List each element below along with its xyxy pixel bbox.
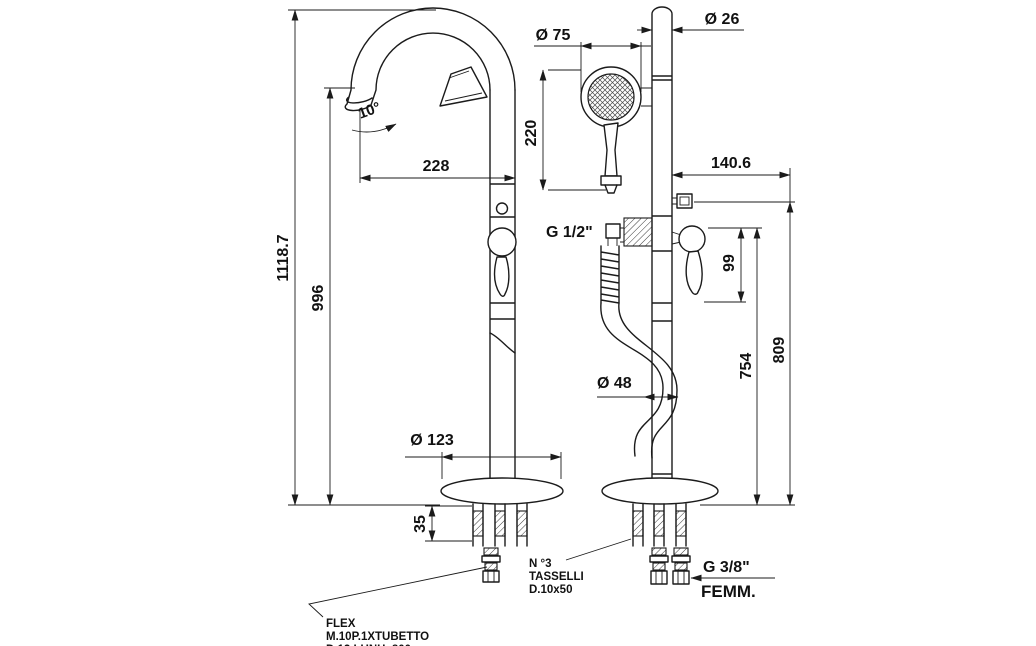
base-plate-front: [440, 477, 564, 505]
pipe-sleeve: [675, 510, 687, 537]
dim-column-diameter-label: Ø 26: [705, 11, 740, 28]
front-dimensions: 1118.7 996 228 10° Ø 123 35 FLEX M.10P.1…: [275, 9, 562, 646]
dim-hose-diameter-label: Ø 48: [597, 375, 632, 392]
dim-spout-angle-label: 10°: [356, 99, 383, 123]
pipe-sleeve: [632, 510, 644, 537]
side-view: [580, 6, 719, 585]
handshower-holder: [641, 87, 652, 107]
side-extension-lines: [534, 42, 795, 561]
g12-links: [607, 227, 624, 246]
dim-outlet-height-label: 996: [310, 285, 327, 312]
anchors-note-line1: N °3: [529, 558, 552, 570]
pipe-sleeve: [653, 510, 665, 537]
flex-hose-outer: [600, 302, 664, 457]
flex-connector: [481, 547, 501, 583]
handshower-face: [587, 73, 635, 121]
flex-leader-line: [308, 566, 488, 618]
dim-handshower-length-label: 220: [523, 120, 540, 147]
inlet-connector-hot: [649, 547, 669, 585]
front-view: [344, 7, 564, 583]
spout-bell-detail: [444, 70, 483, 102]
anchors-note-line3: D.10x50: [529, 584, 572, 596]
column-front: [489, 89, 516, 480]
handshower-tip: [604, 184, 618, 194]
column-cut-line: [489, 332, 516, 354]
g38-connection-label: G 3/8": [703, 559, 750, 576]
lever-handle-side: [685, 250, 703, 295]
flex-note-line3: D.12 LUNH. 800mm: [326, 644, 431, 646]
pipe-sleeve: [516, 510, 528, 537]
dim-base-height-label: 35: [412, 515, 429, 533]
front-extension-lines: [288, 9, 562, 542]
dim-handshower-diameter-label: Ø 75: [536, 27, 571, 44]
dim-spout-reach-label: 228: [423, 158, 450, 175]
wall-bracket-inner: [679, 196, 690, 206]
spout-outline: [344, 7, 516, 112]
side-dimensions: Ø 75 Ø 26 220 140.6 G 1/2" 99 754 809 Ø …: [523, 11, 795, 601]
base-plate-side: [601, 477, 719, 505]
pipe-sleeve: [494, 510, 506, 537]
dim-handle-length-label: 99: [721, 254, 738, 272]
handshower-handle: [603, 122, 619, 177]
wall-bracket-links: [672, 197, 677, 205]
dim-754-label: 754: [738, 353, 755, 380]
g12-fitting: [623, 217, 653, 247]
pipe-sleeve: [472, 510, 484, 537]
handshower-cap: [600, 175, 622, 186]
lever-handle-front: [493, 256, 510, 297]
wall-bracket: [676, 193, 693, 209]
g12-connection-label: G 1/2": [546, 224, 593, 241]
column-side: [651, 6, 673, 480]
flex-note-line2: M.10P.1XTUBETTO: [326, 631, 429, 643]
g12-nut: [605, 223, 621, 239]
dim-base-diameter-label: Ø 123: [410, 432, 454, 449]
dim-809-label: 809: [771, 337, 788, 364]
inlet-connector-cold: [671, 547, 691, 585]
hose-spring: [600, 245, 620, 304]
flex-hose-inner: [618, 302, 678, 459]
valve-body: [487, 227, 517, 257]
angle-arc-10deg: [351, 123, 397, 133]
valve-body-side: [678, 225, 706, 253]
flex-note-line1: FLEX: [326, 618, 356, 630]
diverter-knob: [495, 202, 509, 215]
female-thread-label: FEMM.: [701, 582, 756, 601]
dim-total-height-label: 1118.7: [275, 234, 292, 281]
anchors-note-line2: TASSELLI: [529, 571, 584, 583]
dim-rear-offset-label: 140.6: [711, 155, 751, 172]
